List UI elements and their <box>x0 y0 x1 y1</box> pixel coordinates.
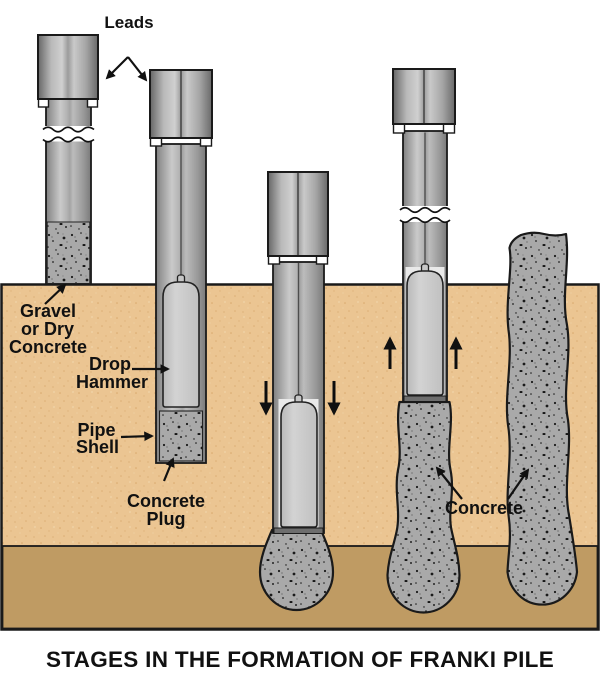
leads-arrow-right-icon <box>127 56 148 82</box>
concrete-plug-arrow-icon <box>162 457 175 482</box>
concrete-pile-shaft <box>505 231 579 606</box>
pipe-bottom-rim <box>273 527 324 534</box>
drop-hammer <box>406 270 444 396</box>
drop-hammer <box>280 401 318 528</box>
stage-1-pipe-with-gravel <box>37 34 99 286</box>
flange-lip-left <box>392 123 406 134</box>
pipe-shell-arrow-icon <box>120 431 154 442</box>
concrete-plug <box>158 410 204 462</box>
label-pipe-shell-line-2: Shell <box>76 437 119 457</box>
gravel-plug <box>46 221 91 284</box>
stage-2-driving-plug <box>149 69 213 464</box>
label-pipe-shell-line-1: Pipe <box>77 420 115 440</box>
concrete-bulb <box>258 528 335 612</box>
concrete-arrow-right-icon <box>507 468 530 500</box>
concrete-arrow-left-icon <box>435 466 463 500</box>
label-drop-hammer-line-1: Drop <box>89 354 131 374</box>
flange-lip-right <box>442 123 456 134</box>
annotation-labels: Leads Gravel or Dry Concrete Drop Hammer… <box>9 13 523 529</box>
pipe-break-symbol <box>42 126 95 143</box>
drive-cap <box>37 34 99 100</box>
drop-hammer <box>162 281 200 408</box>
pipe-bottom-rim <box>403 395 447 402</box>
stage-5-finished-pile <box>505 231 579 606</box>
pipe-break-symbol <box>399 206 451 224</box>
label-concrete-plug-line-2: Plug <box>147 509 186 529</box>
label-drop-hammer-line-2: Hammer <box>76 372 148 392</box>
leads-arrow-left-icon <box>105 56 129 80</box>
label-leads: Leads <box>104 13 153 32</box>
gravel-arrow-icon <box>44 283 67 305</box>
label-gravel-line-2: or Dry <box>21 319 74 339</box>
stage-3-driving-to-depth <box>258 171 341 612</box>
label-gravel-line-1: Gravel <box>20 301 76 321</box>
annotation-arrows <box>44 56 530 500</box>
label-concrete-plug-line-1: Concrete <box>127 491 205 511</box>
diagram-title: STAGES IN THE FORMATION OF FRANKI PILE <box>46 647 554 672</box>
stage-4-withdrawing-tube <box>383 68 463 614</box>
label-concrete: Concrete <box>445 498 523 518</box>
label-gravel-line-3: Concrete <box>9 337 87 357</box>
